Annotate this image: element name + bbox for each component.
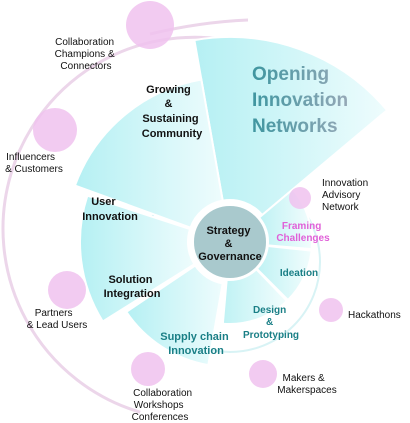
influencers-label: Influencers & Customers (5, 152, 63, 175)
champions-circle (126, 1, 174, 49)
user-innovation-segment (73, 78, 224, 229)
partners-label: Partners & Lead Users (27, 308, 88, 331)
makers-circle (249, 360, 277, 388)
advisory-circle (289, 187, 311, 209)
solution-integration-label: Solution Integration (104, 274, 161, 300)
workshops-circle (131, 352, 165, 386)
ideation-label: Ideation (280, 268, 318, 279)
outer-segments (73, 36, 389, 367)
design-prototyping-label: Design & Prototyping (243, 305, 299, 341)
makers-label: Makers & Makerspaces (277, 373, 336, 396)
framing-challenges-label: Framing Challenges (276, 221, 330, 244)
supply-chain-innovation-label: Supply chain Innovation (160, 331, 232, 357)
supply-chain-segment (124, 264, 224, 367)
advisory-label: Innovation Advisory Network (322, 178, 371, 213)
hackathons-label: Hackathons (348, 310, 401, 321)
partners-circle (48, 271, 86, 309)
diagram-title: Opening Innovation Networks (252, 64, 353, 137)
workshops-label: Collaboration Workshops Conferences (132, 388, 195, 423)
champions-label: Collaboration Champions & Connectors (55, 37, 118, 72)
strategy-governance-hub (192, 204, 268, 280)
solution-integration-segment (79, 194, 196, 323)
user-innovation-label: User Innovation (82, 196, 138, 223)
hub-label: Strategy & Governance (198, 225, 262, 263)
growing-sustaining-community-label: Growing & Sustaining Community (142, 84, 203, 140)
influencers-circle (33, 108, 77, 152)
hackathons-circle (319, 298, 343, 322)
growing-segment (193, 36, 389, 217)
